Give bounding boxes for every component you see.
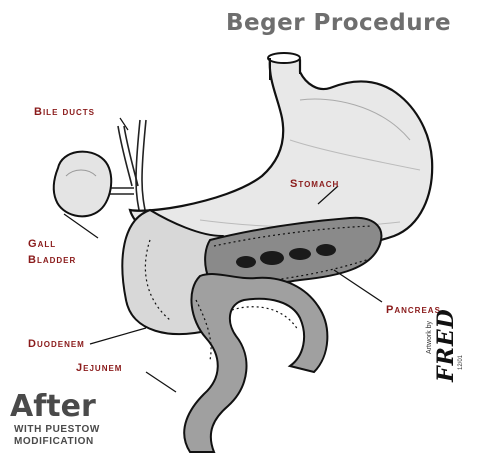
label-bladder: Bladder xyxy=(28,254,77,266)
gall-bladder xyxy=(52,150,113,218)
label-duodenem: Duodenem xyxy=(28,338,85,350)
artwork-date: 12/01 xyxy=(458,354,464,370)
stomach xyxy=(128,54,434,252)
pancreatic-duct xyxy=(236,244,336,268)
caption-after: After xyxy=(10,389,96,424)
label-bile-ducts: Bile Ducts xyxy=(34,106,96,118)
diagram-title: Beger Procedure xyxy=(226,10,452,36)
label-pancreas: Pancreas xyxy=(386,304,441,316)
bile-ducts xyxy=(108,119,147,216)
artwork-credit: Artwork by xyxy=(426,320,433,354)
label-stomach: Stomach xyxy=(290,178,340,190)
jejunum xyxy=(183,273,329,453)
label-gall: Gall xyxy=(28,238,57,250)
caption-line-1: WITH PUESTOW xyxy=(14,424,100,435)
esophagus xyxy=(267,52,301,64)
caption-line-2: MODIFICATION xyxy=(14,436,94,447)
leader-lines xyxy=(63,117,383,393)
artist-signature: FRED xyxy=(433,308,459,382)
label-jejunem: Jejunem xyxy=(76,362,123,374)
